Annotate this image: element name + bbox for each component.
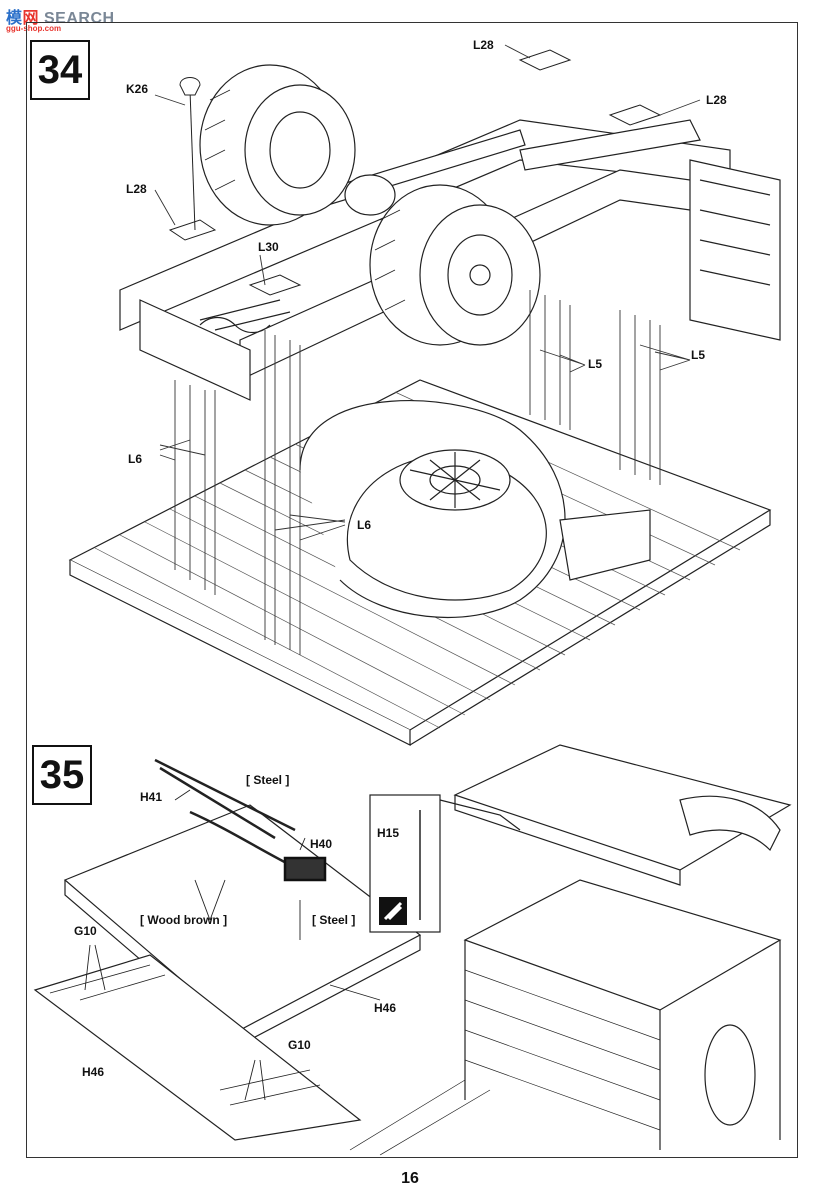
rods-h41-h40 [154,758,327,882]
wheel-arch-housing [299,400,651,619]
vehicle-body-assembly [349,744,792,1156]
step-number-35: 35 [32,745,92,805]
part-label-l5: L5 [691,348,706,362]
step-number-34: 34 [30,40,90,100]
paint-label-steel: [ Steel ] [246,773,290,787]
paint-label-steel: [ Steel ] [312,913,356,927]
page-number: 16 [401,1170,419,1187]
part-label-l28: L28 [706,93,727,107]
leaders-35 [84,789,381,1101]
part-label-h46: H46 [82,1065,105,1079]
part-label-l5: L5 [588,357,603,371]
part-label-l6: L6 [357,518,372,532]
rear-wheel-right [369,184,541,346]
part-label-l28: L28 [126,182,147,196]
rear-axle [289,119,701,216]
part-label-h40: H40 [310,837,333,851]
page-frame [26,22,798,1158]
part-label-g10: G10 [74,924,97,938]
watermark-url: ggu-shop.com [6,24,62,33]
part-label-h15: H15 [377,826,400,840]
part-label-h46: H46 [374,1001,397,1015]
rear-wheel-left [199,64,356,226]
bolt-lines [154,44,701,655]
part-label-l28: L28 [473,38,494,52]
part-label-h41: H41 [140,790,163,804]
floor-panel-h46-lower [33,954,362,1141]
cement-icon [379,897,407,925]
paint-label-wood-brown: [ Wood brown ] [140,913,228,927]
part-label-g10: G10 [288,1038,311,1052]
part-label-k26: K26 [126,82,149,96]
part-label-l30: L30 [258,240,279,254]
part-label-l6: L6 [128,452,143,466]
